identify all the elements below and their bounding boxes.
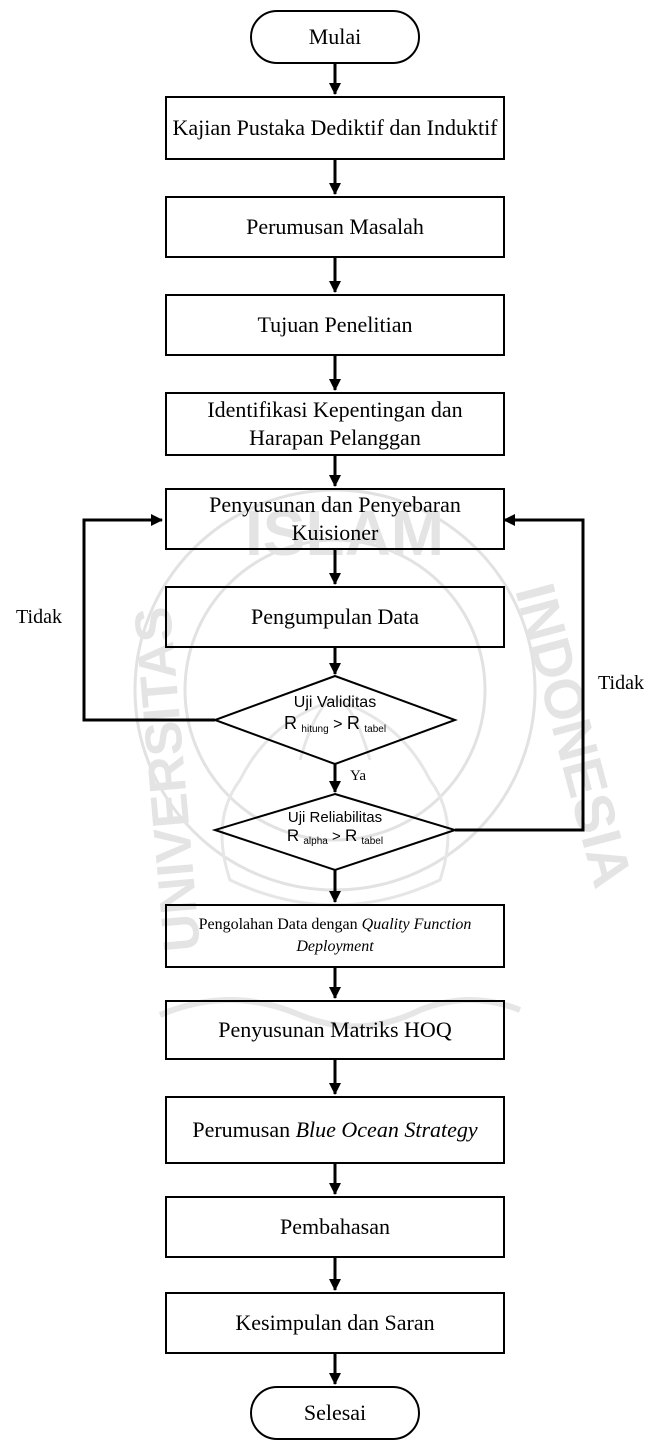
start-terminal: Mulai xyxy=(250,10,420,64)
validitas-title: Uji Validitas xyxy=(293,694,377,711)
watermark-text-top: ISLAM xyxy=(245,497,444,569)
penyusunan-kuisioner-label: Penyusunan dan Penyebaran Kuisioner xyxy=(209,492,461,545)
kesimpulan-label: Kesimpulan dan Saran xyxy=(235,1310,435,1335)
validitas-condition: R hitung > R tabel xyxy=(283,713,387,735)
identifikasi-label: Identifikasi Kepentingan dan Harapan Pel… xyxy=(207,397,463,450)
perumusan-masalah-label: Perumusan Masalah xyxy=(246,214,424,239)
watermark-inner-ring xyxy=(183,538,487,842)
reliabilitas-condition: R alpha > R tabel xyxy=(286,826,384,848)
pengolahan-label: Pengolahan Data dengan Quality Function … xyxy=(198,916,472,955)
decision-validitas: Uji Validitas R hitung > R tabel xyxy=(245,693,425,737)
label-ya: Ya xyxy=(350,768,366,784)
process-kajian-pustaka: Kajian Pustaka Dediktif dan Induktif xyxy=(165,96,505,160)
label-tidak-right: Tidak xyxy=(598,672,644,694)
process-pembahasan: Pembahasan xyxy=(165,1196,505,1258)
decision-reliabilitas-shape xyxy=(211,792,459,872)
process-penyusunan-kuisioner: Penyusunan dan Penyebaran Kuisioner xyxy=(165,488,505,550)
decision-validitas-shape xyxy=(212,674,458,766)
watermark-flame xyxy=(298,698,372,761)
watermark-emblem xyxy=(220,698,450,907)
arrow-reliabilitas-tidak-loop xyxy=(455,514,585,832)
label-tidak-left: Tidak xyxy=(16,606,62,628)
process-matriks-hoq: Penyusunan Matriks HOQ xyxy=(165,1000,505,1060)
reliabilitas-title: Uji Reliabilitas xyxy=(287,809,383,826)
start-label: Mulai xyxy=(308,24,362,49)
pembahasan-label: Pembahasan xyxy=(280,1214,390,1239)
process-perumusan-masalah: Perumusan Masalah xyxy=(165,196,505,258)
end-label: Selesai xyxy=(303,1400,367,1425)
process-pengolahan-data: Pengolahan Data dengan Quality Function … xyxy=(165,904,505,968)
process-identifikasi: Identifikasi Kepentingan dan Harapan Pel… xyxy=(165,392,505,456)
kajian-label: Kajian Pustaka Dediktif dan Induktif xyxy=(172,115,498,140)
hoq-label: Penyusunan Matriks HOQ xyxy=(218,1017,452,1042)
process-kesimpulan: Kesimpulan dan Saran xyxy=(165,1292,505,1354)
bos-label: Perumusan Blue Ocean Strategy xyxy=(192,1117,478,1142)
process-pengumpulan-data: Pengumpulan Data xyxy=(165,586,505,648)
pengumpulan-label: Pengumpulan Data xyxy=(250,604,420,629)
arrow-validitas-tidak-loop xyxy=(82,514,215,722)
decision-reliabilitas: Uji Reliabilitas R alpha > R tabel xyxy=(245,809,425,848)
process-tujuan-penelitian: Tujuan Penelitian xyxy=(165,294,505,356)
process-blue-ocean-strategy: Perumusan Blue Ocean Strategy xyxy=(165,1096,505,1164)
tujuan-label: Tujuan Penelitian xyxy=(257,312,413,337)
end-terminal: Selesai xyxy=(250,1386,420,1440)
